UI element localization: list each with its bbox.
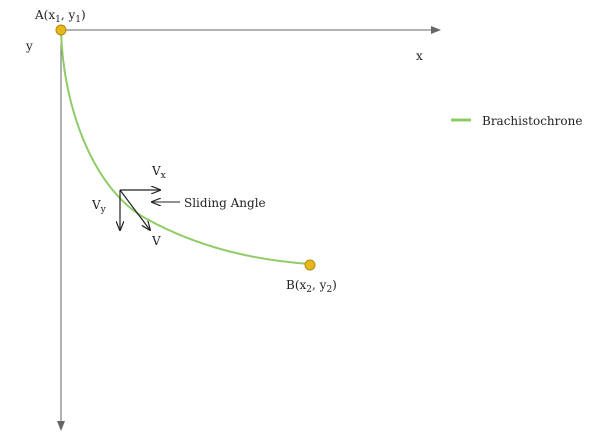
point-a-marker [55, 24, 67, 36]
y-axis-label: y [25, 39, 33, 53]
v-vector [119, 189, 150, 230]
vx-label: Vx [151, 164, 166, 181]
sliding-angle-label: Sliding Angle [184, 196, 266, 210]
x-axis-label: x [416, 49, 423, 63]
vy-label: Vy [91, 198, 107, 215]
legend: Brachistochrone [451, 114, 582, 128]
point-b-marker [304, 259, 316, 271]
legend-label: Brachistochrone [482, 114, 582, 128]
brachistochrone-curve [60, 29, 311, 265]
point-a-label: A(x1, y1) [34, 8, 86, 25]
point-b-label: B(x2, y2) [286, 278, 337, 295]
v-label: V [151, 234, 161, 248]
